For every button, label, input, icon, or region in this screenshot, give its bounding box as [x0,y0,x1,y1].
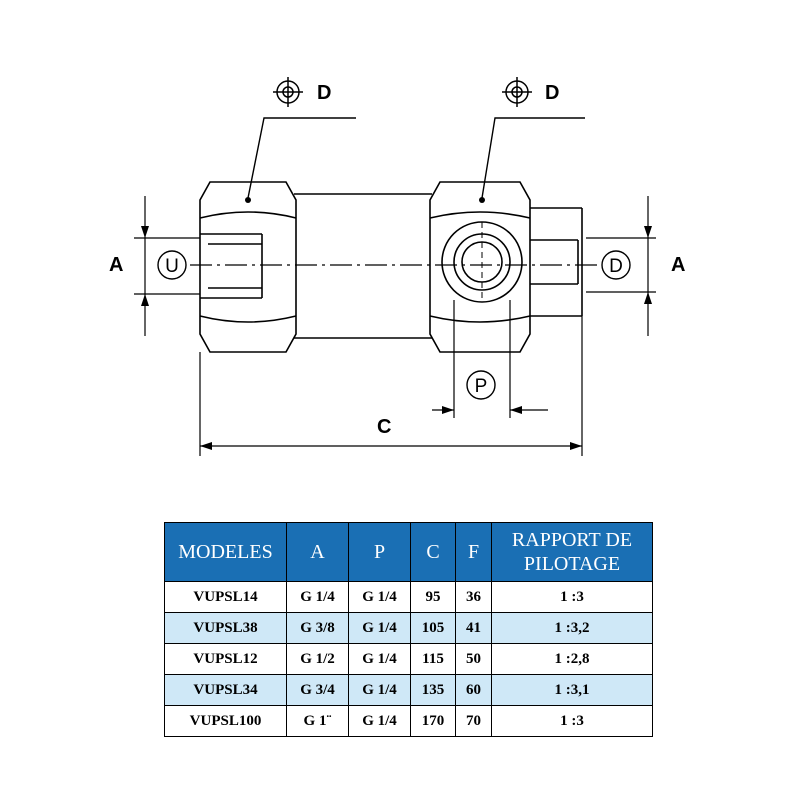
cell-model: VUPSL100 [164,705,287,737]
cell-f: 60 [455,674,492,706]
cell-f: 70 [455,705,492,737]
specifications-table: MODELES A P C F RAPPORT DE PILOTAGE VUPS… [164,522,653,737]
header-a: A [286,522,349,582]
label-d-right: D [545,82,559,104]
cell-p: G 1/4 [348,674,411,706]
header-p: P [348,522,411,582]
cell-p: G 1/4 [348,612,411,644]
port-d-circle [601,250,631,280]
position-symbol-left-icon [273,77,303,107]
table-row: VUPSL14 G 1/4 G 1/4 95 36 1 :3 [164,581,653,613]
cell-a: G 3/8 [286,612,349,644]
cell-a: G 1¨ [286,705,349,737]
cell-rapport: 1 :2,8 [491,643,653,675]
cell-c: 135 [410,674,456,706]
cell-model: VUPSL14 [164,581,287,613]
cell-rapport: 1 :3 [491,581,653,613]
header-rapport: RAPPORT DE PILOTAGE [491,522,653,582]
cell-p: G 1/4 [348,705,411,737]
cell-c: 115 [410,643,456,675]
table-row: VUPSL38 G 3/8 G 1/4 105 41 1 :3,2 [164,612,653,644]
header-f: F [455,522,492,582]
cell-p: G 1/4 [348,643,411,675]
header-c: C [410,522,456,582]
table-header-row: MODELES A P C F RAPPORT DE PILOTAGE [164,522,653,582]
cell-rapport: 1 :3 [491,705,653,737]
cell-f: 36 [455,581,492,613]
label-a-left: A [109,254,123,276]
label-c: C [377,416,391,438]
cell-a: G 1/4 [286,581,349,613]
valve-drawing: D D A U A D P [109,77,685,456]
label-p-port: P [475,376,488,397]
table-row: VUPSL100 G 1¨ G 1/4 170 70 1 :3 [164,705,653,737]
table-row: VUPSL34 G 3/4 G 1/4 135 60 1 :3,1 [164,674,653,706]
cell-rapport: 1 :3,2 [491,612,653,644]
cell-f: 41 [455,612,492,644]
cell-c: 170 [410,705,456,737]
cell-c: 105 [410,612,456,644]
position-symbol-right-icon [502,77,532,107]
cell-a: G 1/2 [286,643,349,675]
port-p-circle [466,370,496,400]
cell-rapport: 1 :3,1 [491,674,653,706]
label-a-right: A [671,254,685,276]
right-hex-nut [429,181,531,353]
cell-model: VUPSL34 [164,674,287,706]
label-d-left: D [317,82,331,104]
cell-f: 50 [455,643,492,675]
left-hex-nut [199,181,297,353]
table-row: VUPSL12 G 1/2 G 1/4 115 50 1 :2,8 [164,643,653,675]
cell-p: G 1/4 [348,581,411,613]
cell-c: 95 [410,581,456,613]
port-u-circle [157,250,187,280]
header-modeles: MODELES [164,522,287,582]
cell-model: VUPSL38 [164,612,287,644]
cell-a: G 3/4 [286,674,349,706]
label-d-port: D [609,256,623,277]
cell-model: VUPSL12 [164,643,287,675]
label-u-port: U [165,256,179,277]
